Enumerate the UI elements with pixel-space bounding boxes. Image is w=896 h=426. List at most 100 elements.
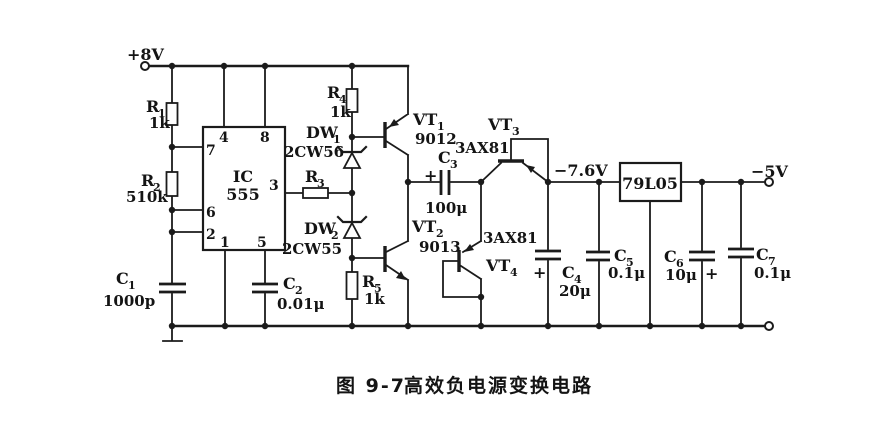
resistor-r1 [165,102,179,126]
label-c2-value: 0.01μ [277,295,325,313]
label-dw1-model: 2CW56 [284,143,344,161]
transistor-vt4 [457,244,474,272]
label-c5-sub: 5 [626,256,634,269]
ground-terminal-circle [764,321,774,331]
vout-label: −5V [751,162,789,181]
ic-pin-6: 6 [206,205,216,221]
ic-555-box [201,125,287,252]
vin-label: +8V [127,45,165,64]
label-r4-sub: 4 [339,93,347,106]
capacitor-c3 [439,170,451,195]
label-dw1-sub: 1 [333,133,341,146]
capacitor-c2 [252,282,278,294]
regulator-model: 79L05 [622,174,678,193]
capacitor-c1 [159,282,186,294]
label-c5-value: 0.1μ [608,264,645,282]
label-c1-value: 1000p [103,292,155,310]
label-c4-ref: C [562,263,575,282]
zener-dw1 [336,145,368,169]
ic-pin-2: 2 [206,227,216,243]
zener-dw2 [336,215,368,239]
label-vt2-ref: VT [411,217,436,236]
transistor-vt1 [383,119,399,148]
transistor-vt3 [498,159,535,173]
label-c6-sub: 6 [676,257,684,270]
label-r1-sub: 1 [158,107,166,120]
label-c6-ref: C [664,247,677,266]
c6-polarity-plus: + [705,264,718,283]
caption-title: 高效负电源变换电路 [404,374,593,397]
capacitor-c5 [586,250,610,262]
label-r5-sub: 5 [374,282,382,295]
label-r1-ref: R [146,97,160,116]
resistor-r4 [345,88,359,113]
junction-dots [168,62,745,330]
label-r3-ref: R [305,167,319,186]
regulator-79l05-box [618,161,683,203]
label-vt4-model: 3AX81 [483,229,538,247]
label-r3-sub: 3 [317,177,325,190]
ic-pin-4: 4 [219,130,229,146]
resistor-r5 [345,271,359,300]
label-c7-ref: C [756,245,769,264]
label-dw2-ref: DW [304,219,337,238]
label-c4-sub: 4 [574,273,582,286]
label-r4-ref: R [327,83,341,102]
label-vt3-sub: 3 [512,125,520,138]
label-vt3-ref: VT [487,115,512,134]
label-vt4-ref: VT [485,256,510,275]
c4-polarity-plus: + [533,263,546,282]
label-c3-sub: 3 [450,158,458,171]
label-r5-ref: R [362,272,376,291]
ic-name: IC [233,167,253,186]
label-vt1-sub: 1 [437,120,445,133]
label-dw1-ref: DW [306,123,339,142]
c3-polarity-plus: + [424,166,437,185]
label-vt1-ref: VT [412,110,437,129]
power-rails [147,64,767,328]
capacitor-c4 [535,249,561,261]
label-c2-sub: 2 [295,284,303,297]
label-c7-value: 0.1μ [754,264,791,282]
resistor-r3 [302,187,329,199]
label-r4-value: 1k [330,103,351,121]
label-c1-ref: C [116,269,129,288]
label-c2-ref: C [283,274,296,293]
ic-model: 555 [226,185,259,204]
label-r2-value: 510k [126,188,168,206]
label-vt2-sub: 2 [436,227,444,240]
label-c5-ref: C [614,246,627,265]
label-r2-sub: 2 [153,181,161,194]
label-c1-sub: 1 [128,279,136,292]
label-c6-value: 10μ [665,266,697,284]
labels: +8V R 1 1k R 2 510k C 1 1000p C 2 0.01μ … [103,45,791,313]
label-r5-value: 1k [364,290,385,308]
label-c4-value: 20μ [559,282,591,300]
ic-pin-8: 8 [260,130,270,146]
figure-caption: 图 9-7 高效负电源变换电路 [336,374,593,397]
vmid-label: −7.6V [554,161,608,180]
ic-pin-7: 7 [206,143,216,159]
label-vt3-model: 3AX81 [455,139,510,157]
capacitor-c7 [728,247,754,259]
vin-terminal-circle [140,61,150,71]
ic-pin-1: 1 [220,235,230,251]
label-c3-value: 100μ [425,199,467,217]
caption-fig-number: 图 9-7 [336,375,406,397]
transistor-vt2 [383,246,406,280]
terminals [140,61,774,331]
label-vt1-model: 9012 [415,130,457,148]
label-r2-ref: R [141,171,155,190]
vout-terminal-circle [764,177,774,187]
ic-pin-5: 5 [257,235,267,251]
label-c3-ref: C [438,148,451,167]
label-dw2-model: 2CW55 [282,240,342,258]
label-vt4-sub: 4 [510,266,518,279]
resistor-r2 [165,171,179,197]
label-vt2-model: 9013 [419,238,461,256]
ic-pin-3: 3 [269,178,279,194]
label-dw2-sub: 2 [331,229,339,242]
capacitor-c6 [689,250,715,262]
